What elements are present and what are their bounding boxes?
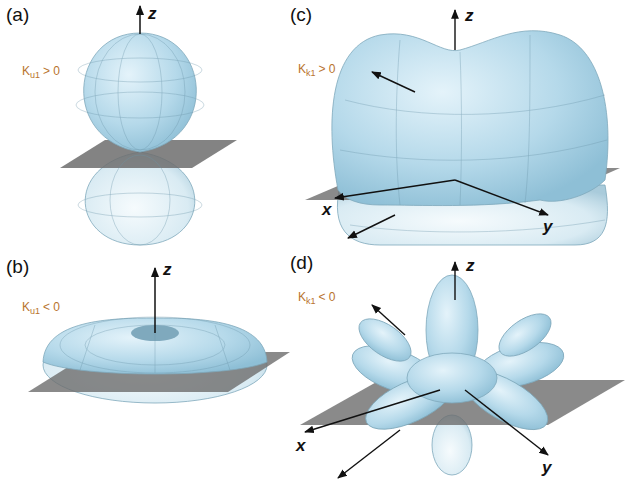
panel-label: (a): [6, 4, 29, 25]
panel-label: (b): [6, 256, 29, 277]
axis-label: x: [322, 200, 331, 219]
axis-label: y: [543, 217, 552, 236]
relation: < 0: [319, 290, 336, 304]
relation: > 0: [43, 64, 60, 78]
symbol: K: [22, 64, 30, 78]
panel-label-group: (a): [6, 4, 29, 26]
panel-label-group: (c): [290, 4, 312, 26]
axis-label-group: y: [542, 458, 551, 478]
axis-label-group: z: [148, 4, 157, 24]
axis-label: y: [542, 458, 551, 477]
relation: > 0: [319, 62, 336, 76]
panel-label-group: (d): [290, 252, 313, 274]
subscript: k1: [306, 68, 316, 78]
axis-label-group: z: [466, 256, 475, 276]
relation: < 0: [43, 300, 60, 314]
subscript: u1: [30, 70, 40, 80]
symbol: K: [22, 300, 30, 314]
anisotropy-constant-group: Ku1> 0: [22, 64, 60, 78]
anisotropy-constant-group: Ku1< 0: [22, 300, 60, 314]
anisotropy-constant-group: Kk1> 0: [298, 62, 336, 76]
symbol: K: [298, 62, 306, 76]
axis-label: z: [466, 256, 475, 275]
axis-label: z: [163, 260, 172, 279]
axis-label-group: x: [322, 200, 331, 220]
axis-label-group: z: [163, 260, 172, 280]
axis-label-group: z: [465, 6, 474, 26]
axis-label-group: y: [543, 217, 552, 237]
panel-label: (d): [290, 252, 313, 273]
symbol: K: [298, 290, 306, 304]
subscript: k1: [306, 296, 316, 306]
anisotropy-constant-group: Kk1< 0: [298, 290, 336, 304]
axis-label-group: x: [296, 436, 305, 456]
subscript: u1: [30, 306, 40, 316]
panel-label: (c): [290, 4, 312, 25]
axis-label: z: [465, 6, 474, 25]
axis-label: z: [148, 4, 157, 23]
panel-label-group: (b): [6, 256, 29, 278]
axis-label: x: [296, 436, 305, 455]
